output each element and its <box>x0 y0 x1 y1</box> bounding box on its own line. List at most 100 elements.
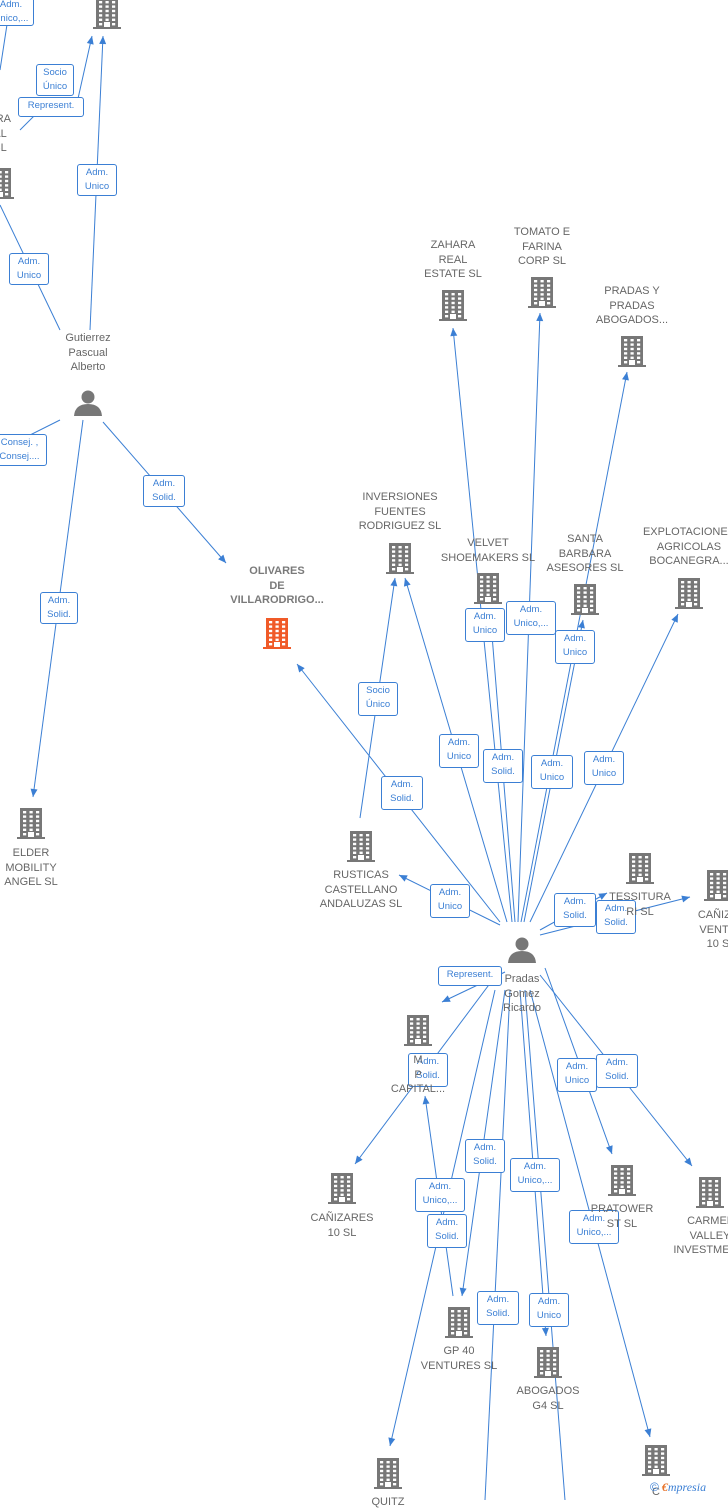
arrowhead <box>442 995 451 1002</box>
relation-label[interactable]: Adm. Solid. <box>477 1291 519 1325</box>
arrowhead <box>355 1155 363 1164</box>
company-label[interactable]: GP 40 VENTURES SL <box>420 1345 498 1372</box>
company-label[interactable]: CARMEL VALLEY INVESTMEN... <box>673 1215 728 1256</box>
company-label[interactable]: CAÑIZARES 10 SL <box>310 1212 374 1239</box>
arrowhead <box>403 578 411 587</box>
building-icon[interactable] <box>386 543 414 574</box>
relation-label[interactable]: Socio Único <box>358 682 398 716</box>
building-icon[interactable] <box>626 853 654 884</box>
building-icon[interactable] <box>696 1177 724 1208</box>
building-icon[interactable] <box>93 0 121 29</box>
relation-label[interactable]: Adm. Unico,... <box>569 1210 619 1244</box>
company-label[interactable]: PRATOWER ST SL <box>590 1203 654 1230</box>
arrowhead <box>598 893 607 900</box>
arrowhead <box>399 875 408 882</box>
building-icon[interactable] <box>642 1445 670 1476</box>
company-label[interactable]: ZAHARA REAL ESTATE SL <box>424 239 482 280</box>
relation-label[interactable]: Adm. Unico <box>584 751 624 785</box>
arrowhead <box>86 36 94 45</box>
relation-label[interactable]: Adm. Solid. <box>465 1139 505 1173</box>
building-icon[interactable] <box>347 831 375 862</box>
relation-label[interactable]: Adm. Unico <box>77 164 117 196</box>
building-icon[interactable] <box>0 168 14 199</box>
company-label[interactable]: QUITZ <box>371 1496 405 1508</box>
arrowhead <box>450 328 458 337</box>
empresia-logo[interactable]: © €mpresia <box>650 1480 707 1494</box>
arrowhead <box>536 313 544 322</box>
building-icon[interactable] <box>404 1015 432 1046</box>
company-label[interactable]: C <box>652 1486 660 1498</box>
building-icon[interactable] <box>571 584 599 615</box>
relation-label[interactable]: Adm. Unico <box>9 253 49 285</box>
company-label[interactable]: SANTA BARBARA ASESORES SL <box>546 533 624 574</box>
relation-label[interactable]: Adm. Solid. <box>483 749 523 783</box>
company-label[interactable]: TRA AL SL <box>0 113 11 154</box>
relation-label[interactable]: Adm. Unico <box>531 755 573 789</box>
company-label[interactable]: INVERSIONES FUENTES RODRIGUEZ SL <box>358 491 442 532</box>
relation-label[interactable]: Adm. Unico,... <box>510 1158 560 1192</box>
company-label[interactable]: TESSITURA RI SL <box>609 891 671 918</box>
building-icon[interactable] <box>528 277 556 308</box>
relation-label[interactable]: Consej. , Consej.... <box>0 434 47 466</box>
relation-label[interactable]: Adm. Unico,... <box>0 0 34 26</box>
company-label[interactable]: OLIVARES DE VILLARODRIGO... <box>230 565 324 606</box>
arrowhead <box>390 578 398 587</box>
relation-label[interactable]: Adm. Unico,... <box>506 601 556 635</box>
arrowhead <box>422 1096 430 1105</box>
company-label[interactable]: PRADAS Y PRADAS ABOGADOS... <box>595 285 669 326</box>
relation-label[interactable]: Adm. Unico <box>555 630 595 664</box>
relation-edge <box>524 989 566 1500</box>
relation-label[interactable]: Adm. Solid. <box>40 592 78 624</box>
relation-label[interactable]: Adm. Solid. <box>408 1053 448 1087</box>
relation-label[interactable]: Adm. Solid. <box>554 893 596 927</box>
relation-label[interactable]: Represent. <box>18 97 84 117</box>
arrowhead <box>541 1327 549 1336</box>
company-label[interactable]: EXPLOTACIONES AGRICOLAS BOCANEGRA... <box>642 526 728 567</box>
company-label[interactable]: M P CAPITAL... <box>390 1054 446 1095</box>
building-icon[interactable] <box>328 1173 356 1204</box>
relation-label[interactable]: Adm. Solid. <box>596 900 636 934</box>
relation-label[interactable]: Adm. Unico <box>430 884 470 918</box>
building-icon[interactable] <box>704 870 728 901</box>
building-icon[interactable] <box>374 1458 402 1489</box>
relation-label[interactable]: Adm. Solid. <box>143 475 185 507</box>
company-label[interactable]: CAÑIZA VENTU 10 S <box>697 909 728 950</box>
building-icon[interactable] <box>534 1347 562 1378</box>
company-label[interactable]: ELDER MOBILITY ANGEL SL <box>4 847 58 888</box>
relation-label[interactable]: Adm. Solid. <box>596 1054 638 1088</box>
building-icon[interactable] <box>439 290 467 321</box>
building-icon[interactable] <box>675 578 703 609</box>
relation-label[interactable]: Adm. Unico <box>439 734 479 768</box>
arrowhead <box>684 1157 692 1166</box>
relation-label[interactable]: Adm. Unico <box>557 1058 597 1092</box>
company-label[interactable]: TOMATO E FARINA CORP SL <box>513 226 571 267</box>
arrowhead <box>99 36 107 45</box>
company-label[interactable]: RUSTICAS CASTELLANO ANDALUZAS SL <box>319 869 403 910</box>
arrowhead <box>671 614 678 623</box>
relation-label[interactable]: Socio Único <box>36 64 74 96</box>
person-icon[interactable] <box>508 937 536 964</box>
building-icon[interactable] <box>618 336 646 367</box>
person-icon[interactable] <box>74 390 102 417</box>
building-icon[interactable] <box>445 1307 473 1338</box>
relation-label[interactable]: Adm. Solid. <box>381 776 423 810</box>
relation-label[interactable]: Adm. Solid. <box>427 1214 467 1248</box>
building-icon[interactable] <box>608 1165 636 1196</box>
arrowhead <box>578 620 585 629</box>
person-label[interactable]: Gutierrez Pascual Alberto <box>65 332 111 373</box>
company-label[interactable]: ABOGADOS G4 SL <box>516 1385 580 1412</box>
relation-label[interactable]: Adm. Unico <box>465 608 505 642</box>
arrowhead <box>218 554 226 563</box>
building-icon[interactable] <box>474 573 502 604</box>
arrowhead <box>30 788 38 797</box>
building-icon[interactable] <box>263 618 291 649</box>
arrowhead <box>297 664 305 673</box>
person-label[interactable]: Pradas Gomez Ricardo <box>503 973 541 1014</box>
arrowhead <box>605 1145 613 1154</box>
building-icon[interactable] <box>17 808 45 839</box>
company-label[interactable]: VELVET SHOEMAKERS SL <box>440 537 536 564</box>
relation-label[interactable]: Adm. Unico <box>529 1293 569 1327</box>
relation-label[interactable]: Adm. Unico,... <box>415 1178 465 1212</box>
relation-label[interactable]: Represent. <box>438 966 502 986</box>
